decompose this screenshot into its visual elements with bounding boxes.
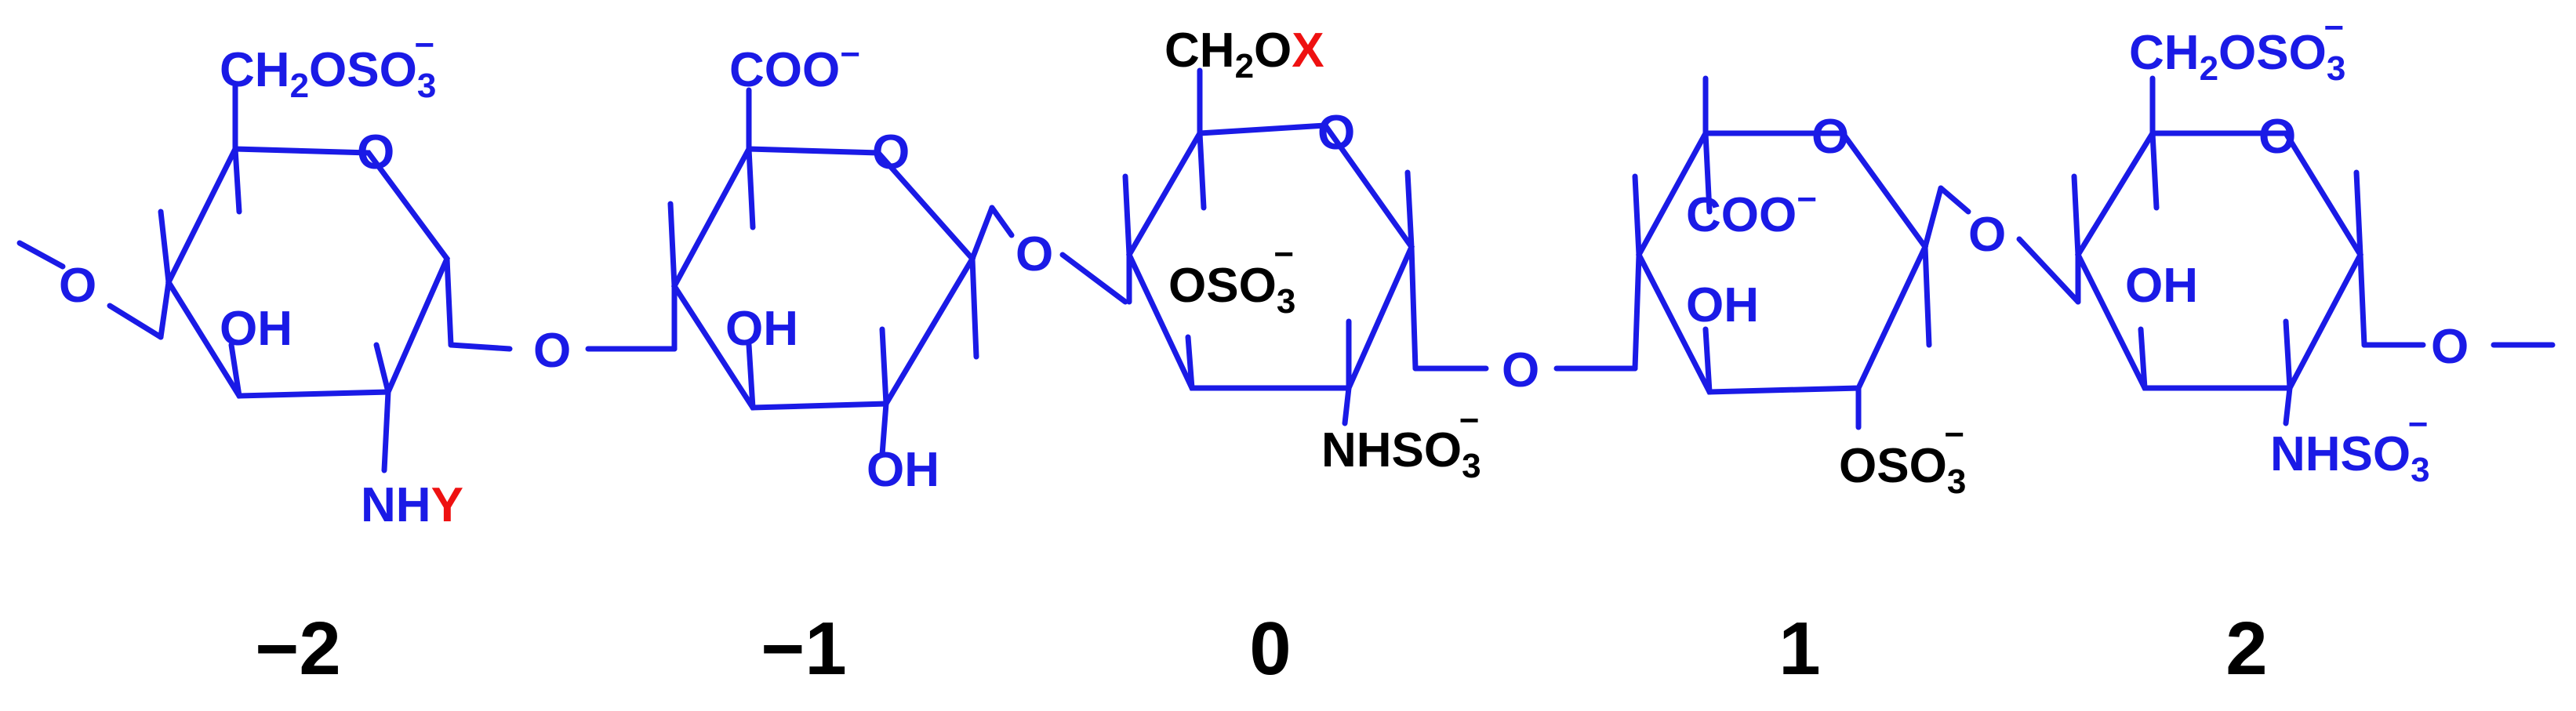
right-link-oxygen: O bbox=[2431, 320, 2469, 374]
position-label-0: 0 bbox=[1249, 607, 1291, 691]
residue-0 bbox=[1059, 67, 1638, 426]
position-label-minus2: −2 bbox=[255, 607, 340, 691]
position-label-1: 1 bbox=[1778, 607, 1820, 691]
glycosidic-oxygen-2: O bbox=[1016, 227, 1053, 281]
residue-minus1 bbox=[667, 87, 1015, 458]
hydroxyl-1: OH bbox=[1686, 278, 1759, 332]
ch2oso3-label-minus2: CH2OSO3− bbox=[220, 26, 436, 105]
ring-oxygen-minus1: O bbox=[872, 125, 910, 180]
left-link-oxygen: O bbox=[59, 259, 96, 313]
ring-oxygen-2: O bbox=[2258, 110, 2296, 164]
residue-2 bbox=[2016, 75, 2556, 426]
sulfate-label-0: OSO3− bbox=[1168, 235, 1295, 321]
residue-1 bbox=[1632, 75, 1971, 430]
hydroxyl-upper-minus1: OH bbox=[725, 302, 798, 356]
amine-label-minus2: NHY bbox=[361, 478, 463, 532]
hydroxyl-2: OH bbox=[2125, 259, 2198, 313]
glycosidic-oxygen-3: O bbox=[1502, 343, 1539, 397]
ring-oxygen-1: O bbox=[1811, 110, 1849, 164]
nhso3-label-2: NHSO3− bbox=[2270, 405, 2430, 489]
hydroxyl-lower-minus1: OH bbox=[867, 443, 939, 497]
ch2oso3-label-2: CH2OSO3− bbox=[2129, 9, 2345, 88]
ch2ox-label-0: CH2OX bbox=[1164, 24, 1324, 85]
hydroxyl-minus2: OH bbox=[220, 302, 292, 356]
ring-oxygen-minus2: O bbox=[357, 125, 394, 180]
residue-minus2 bbox=[16, 83, 678, 473]
nhso3-label-0: NHSO3− bbox=[1321, 401, 1481, 485]
glycosidic-oxygen-4: O bbox=[1968, 208, 2006, 262]
sulfate-label-1: OSO3− bbox=[1839, 415, 1966, 501]
ring-oxygen-0: O bbox=[1317, 106, 1355, 160]
carboxylate-label-minus1: COO− bbox=[729, 35, 860, 97]
glycosidic-oxygen-1: O bbox=[533, 324, 571, 378]
position-label-2: 2 bbox=[2225, 607, 2267, 691]
carboxylate-label-1: COO− bbox=[1686, 180, 1817, 242]
position-label-minus1: −1 bbox=[761, 607, 846, 691]
